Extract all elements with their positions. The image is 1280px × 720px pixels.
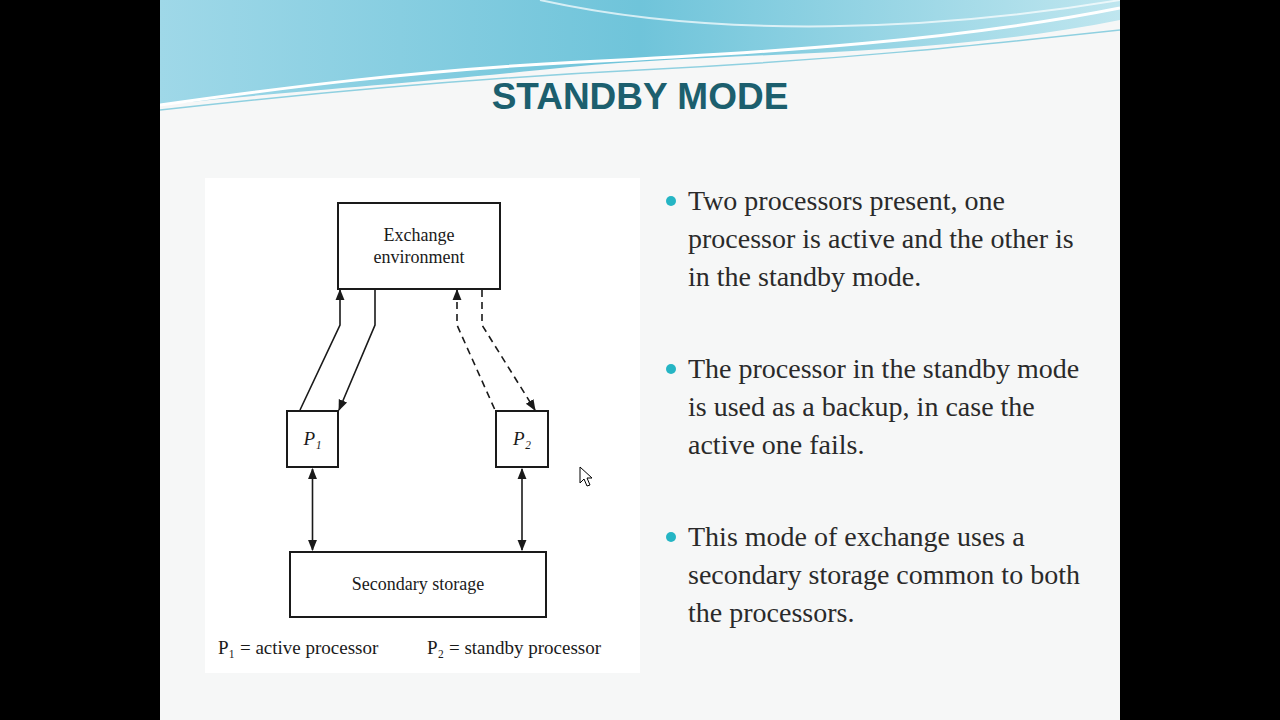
storage-box: Secondary storage [289, 551, 547, 618]
bullet-dot [666, 196, 676, 206]
bullet-dot [666, 532, 676, 542]
figure-caption: P₁ = active processor [218, 637, 378, 659]
processor-box: P₁ [286, 410, 339, 468]
connector-line [457, 290, 495, 410]
connector-line [339, 290, 375, 410]
figure-caption: P₂ = standby processor [427, 637, 601, 659]
connector [522, 469, 523, 550]
processor-box: P₂ [495, 410, 549, 468]
box-label: P₂ [513, 427, 531, 451]
box-label: P₁ [303, 427, 321, 451]
connector-line [482, 290, 535, 410]
box-text-group: Exchange environment [339, 224, 499, 269]
slide-title: STANDBY MODE [160, 76, 1120, 118]
box-text-group: P₂ [513, 427, 531, 451]
bullet-dot [666, 364, 676, 374]
bullet-text: The processor in the standby mode is use… [688, 350, 1098, 464]
connector [312, 469, 313, 550]
connector [457, 290, 535, 410]
connector [300, 290, 375, 410]
bullet-text: Two processors present, one processor is… [688, 182, 1098, 296]
connector-line [312, 469, 314, 550]
exchange-box: Exchange environment [337, 202, 501, 290]
connector-line [300, 290, 340, 410]
bullet-text: This mode of exchange uses a secondary s… [688, 518, 1098, 632]
box-label: Exchange environment [361, 224, 477, 269]
box-text-group: P₁ [303, 427, 321, 451]
connector-line [521, 469, 523, 550]
mouse-cursor [579, 466, 599, 490]
box-text-group: Secondary storage [352, 573, 484, 596]
box-label: Secondary storage [352, 573, 484, 596]
